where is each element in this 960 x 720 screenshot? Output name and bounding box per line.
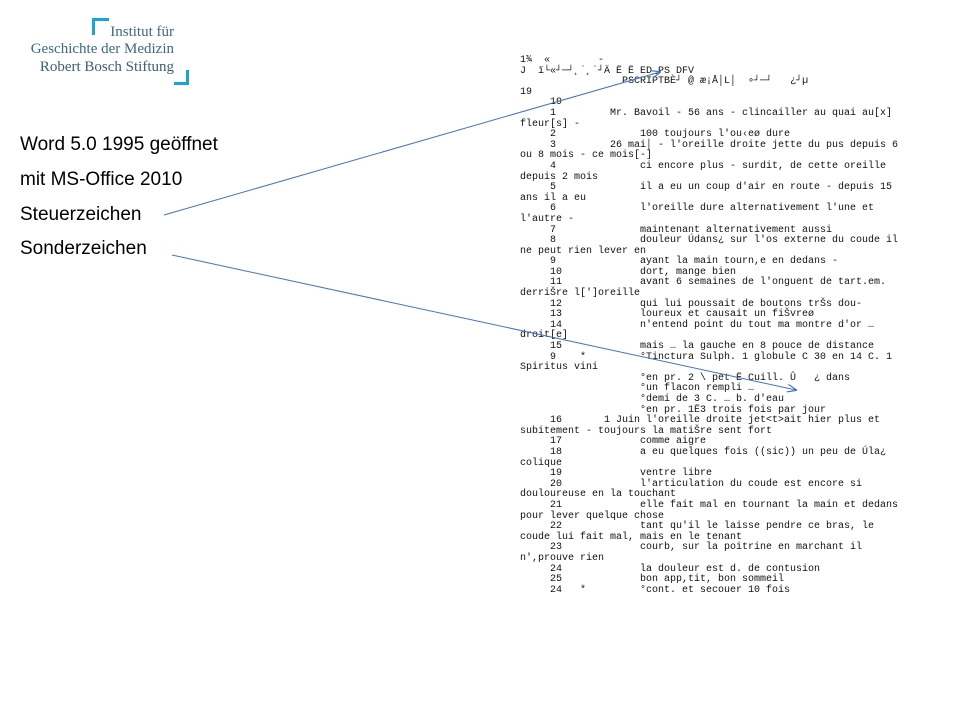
document-line: 24 la douleur est d. de contusion — [520, 563, 821, 575]
document-line: derriŠre l[']oreille — [520, 288, 641, 300]
document-line: 1 Mr. Bavoil - 56 ans - clincailler au q… — [520, 107, 893, 119]
document-line: pour lever quelque chose — [520, 510, 665, 522]
document-line: 24 * °cont. et secouer 10 fois — [520, 584, 791, 596]
document-line: 2 100 toujours l'ou‹eø dure — [520, 129, 791, 141]
document-line: 6 l'oreille dure alternativement l'une e… — [520, 203, 875, 215]
document-line: 16 1 Juin l'oreille droite jet<t>ait hie… — [520, 415, 881, 427]
document-line: °demi de 3 C. … b. d'eau — [520, 394, 785, 405]
document-line: 8 douleur Údans¿ sur l'os externe du cou… — [520, 235, 899, 247]
document-line: 13 loureux et causait un fiŠvreø — [520, 309, 815, 321]
document-line: 14 n'entend point du tout ma montre d'or… — [520, 319, 875, 331]
document-line: Spiritus vini — [520, 362, 599, 374]
document-line: °en pr. 1Ë3 trois fois par jour — [520, 404, 827, 416]
document-line: 19 — [520, 97, 563, 109]
document-line: 19 — [520, 86, 533, 98]
document-line: subitement - toujours la matiŠre sent fo… — [520, 425, 773, 437]
document-line: fleur[s] - — [520, 118, 581, 130]
document-line: PSCRIPTBÈ┘ @ æ¡Å│L│ ∘┘─┘ ¿┘µ — [520, 76, 809, 88]
logo-bracket-bottom-right — [174, 70, 189, 85]
logo-line-3: Robert Bosch Stiftung — [39, 59, 174, 75]
document-line: depuis 2 mois — [520, 171, 599, 183]
document-line: 18 a eu quelques fois ((sic)) un peu de … — [520, 446, 887, 458]
document-text-dump: 1¾ « -J ï└«┘─┘¸˙¸˙┘Ä Ë Ë ED_PS DFV PSCRI… — [520, 55, 960, 596]
label-word-version: Word 5.0 1995 geöffnet — [20, 134, 218, 155]
logo-line-1: Institut für — [110, 24, 174, 40]
document-line: 21 elle fait mal en tournant la main et … — [520, 499, 899, 511]
label-control-characters: Steuerzeichen — [20, 204, 142, 225]
document-line: 15 mais … la gauche en 8 pouce de distan… — [520, 341, 875, 353]
document-line: 11 avant 6 semaines de l'onguent de tart… — [520, 277, 887, 289]
document-line: 17 comme aigre — [520, 436, 707, 448]
document-line: °en pr. 2 \ pet Ë Cuill. Û ¿ dans — [520, 372, 851, 384]
document-line: colique — [520, 457, 563, 469]
document-line: 1¾ « - — [520, 55, 605, 66]
document-line: 12 qui lui poussait de boutons trŠs dou- — [520, 298, 863, 310]
document-line: 20 l'articulation du coude est encore si — [520, 478, 863, 490]
document-line: 9 * °Tinctura Sulph. 1 globule C 30 en 1… — [520, 351, 893, 363]
document-line: coude lui fait mal, mais en le tenant — [520, 531, 743, 543]
arrow-special-characters — [171, 254, 796, 390]
document-line: 4 ci encore plus - surdit, de cette orei… — [520, 160, 887, 172]
document-line: n',prouve rien — [520, 552, 605, 564]
document-line: 10 dort, mange bien — [520, 266, 737, 278]
document-line: °un flacon rempli … — [520, 383, 755, 395]
document-line: ne peut rien lever en — [520, 245, 647, 257]
document-line: 19 ventre libre — [520, 468, 713, 480]
document-line: l'autre - — [520, 213, 575, 225]
label-office-version: mit MS-Office 2010 — [20, 169, 183, 190]
document-line: 7 maintenant alternativement aussi — [520, 224, 833, 236]
document-line: 23 courb, sur la poitrine en marchant il — [520, 542, 863, 554]
arrow-control-characters — [163, 72, 660, 216]
document-line: 9 ayant la main tourn,e en dedans - — [520, 256, 839, 268]
label-special-characters: Sonderzeichen — [20, 238, 147, 259]
document-line: 5 il a eu un coup d'air en route - depui… — [520, 182, 893, 194]
document-line: ou 8 mois - ce mois[-] — [520, 150, 653, 162]
document-line: 22 tant qu'il le laisse pendre ce bras, … — [520, 521, 875, 533]
document-line: douloureuse en la touchant — [520, 489, 677, 501]
document-line: ans il a eu — [520, 192, 587, 204]
logo-bracket-top-left — [92, 18, 109, 35]
logo-line-2: Geschichte der Medizin — [30, 41, 174, 57]
document-line: 3 26 mai│ - l'oreille droite jette du pu… — [520, 139, 899, 151]
institute-logo: Institut für Geschichte der Medizin Robe… — [24, 18, 194, 88]
document-line: 25 bon app,tit, bon sommeil — [520, 574, 785, 586]
